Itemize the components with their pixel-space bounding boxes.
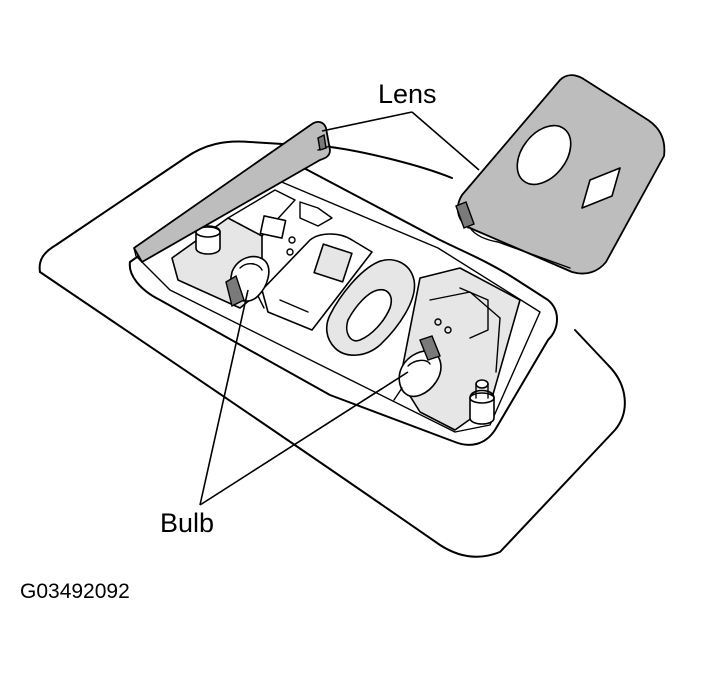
- bulb-right: [393, 335, 442, 401]
- terminal-pin-right: [469, 379, 495, 425]
- terminal-pin-left: [195, 225, 221, 255]
- lens-removed: [455, 74, 666, 275]
- lens-label: Lens: [378, 79, 437, 109]
- lens-leaders: [321, 111, 480, 171]
- bulb-label: Bulb: [160, 508, 214, 538]
- headliner-trim-outline: [38, 140, 626, 558]
- lens-hinged-open: [133, 121, 331, 263]
- bulb-leaders: [199, 289, 409, 506]
- bulb-left: [225, 255, 270, 309]
- figure-code: G03492092: [20, 580, 130, 603]
